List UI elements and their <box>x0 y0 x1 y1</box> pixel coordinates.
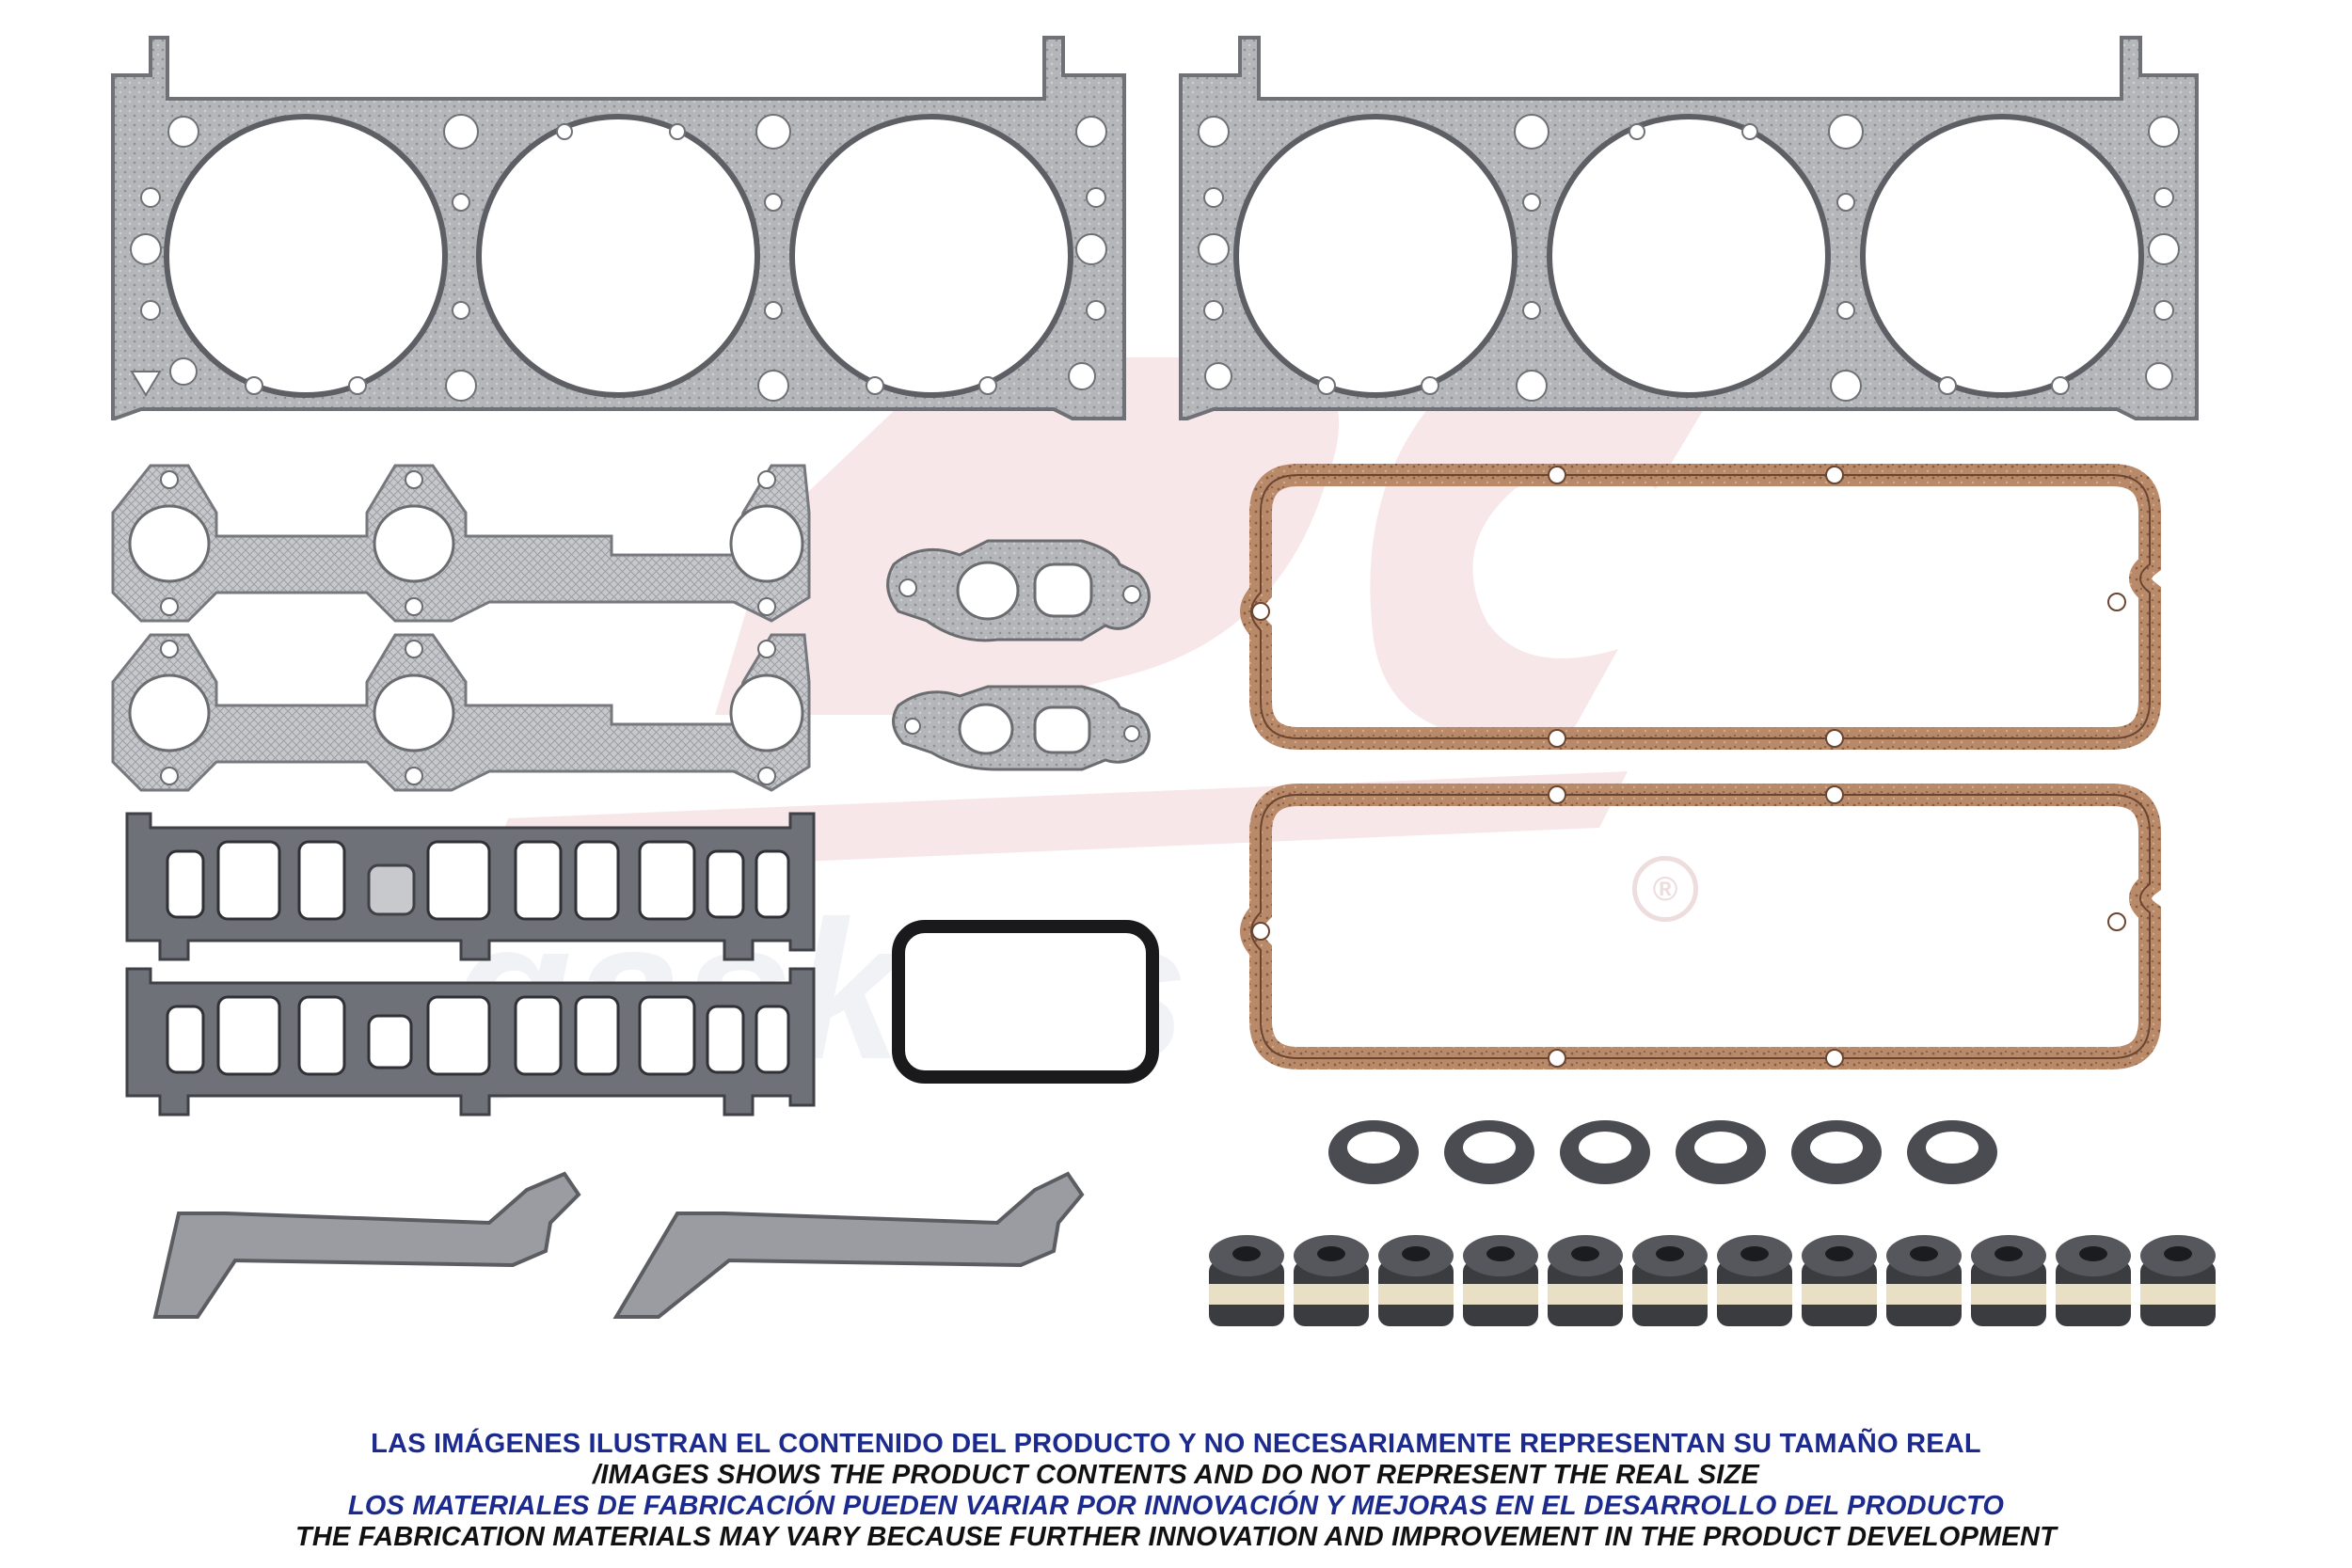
thermostat-gasket <box>892 920 1159 1084</box>
cylinder-head-gasket-left <box>111 36 1126 420</box>
valve-stem-seal <box>2056 1235 2131 1326</box>
spark-plug-seal <box>1791 1120 1882 1184</box>
valve-stem-seal <box>1463 1235 1538 1326</box>
valve-stem-seal <box>1971 1235 2046 1326</box>
valve-stem-seal <box>1548 1235 1623 1326</box>
exhaust-manifold-gasket-top <box>111 464 811 623</box>
cylinder-head-gasket-right <box>1179 36 2199 420</box>
valve-stem-seal <box>1717 1235 1792 1326</box>
egr-gasket-top <box>886 539 1151 642</box>
disclaimer-line-es: LAS IMÁGENES ILUSTRAN EL CONTENIDO DEL P… <box>371 1429 1981 1459</box>
valve-stem-seal <box>1802 1235 1877 1326</box>
disclaimer-line-en: /IMAGES SHOWS THE PRODUCT CONTENTS AND D… <box>593 1460 1759 1490</box>
spark-plug-seal <box>1328 1120 1419 1184</box>
spark-plug-seal <box>1676 1120 1766 1184</box>
valve-stem-seal <box>2140 1235 2216 1326</box>
valve-cover-gasket-top <box>1240 464 2161 750</box>
spark-plug-seals <box>1328 1120 1997 1184</box>
intake-end-seal-left <box>152 1171 581 1319</box>
egr-gasket-bottom <box>892 685 1151 771</box>
valve-cover-gasket-bottom <box>1240 784 2161 1069</box>
valve-stem-seal <box>1294 1235 1369 1326</box>
valve-stem-seal <box>1209 1235 1284 1326</box>
valve-stem-seals <box>1209 1235 2216 1326</box>
valve-stem-seal <box>1886 1235 1962 1326</box>
exhaust-manifold-gasket-bottom <box>111 633 811 792</box>
registered-mark: ® <box>1632 856 1698 922</box>
materials-note-es: LOS MATERIALES DE FABRICACIÓN PUEDEN VAR… <box>347 1491 2005 1521</box>
valve-stem-seal <box>1378 1235 1454 1326</box>
spark-plug-seal <box>1560 1120 1650 1184</box>
spark-plug-seal <box>1907 1120 1997 1184</box>
intake-manifold-gasket-bottom <box>125 967 816 1117</box>
valve-stem-seal <box>1632 1235 1708 1326</box>
intake-end-seal-right <box>612 1171 1085 1319</box>
materials-note-en: THE FABRICATION MATERIALS MAY VARY BECAU… <box>294 1522 2058 1552</box>
spark-plug-seal <box>1444 1120 1534 1184</box>
intake-manifold-gasket-top <box>125 812 816 961</box>
